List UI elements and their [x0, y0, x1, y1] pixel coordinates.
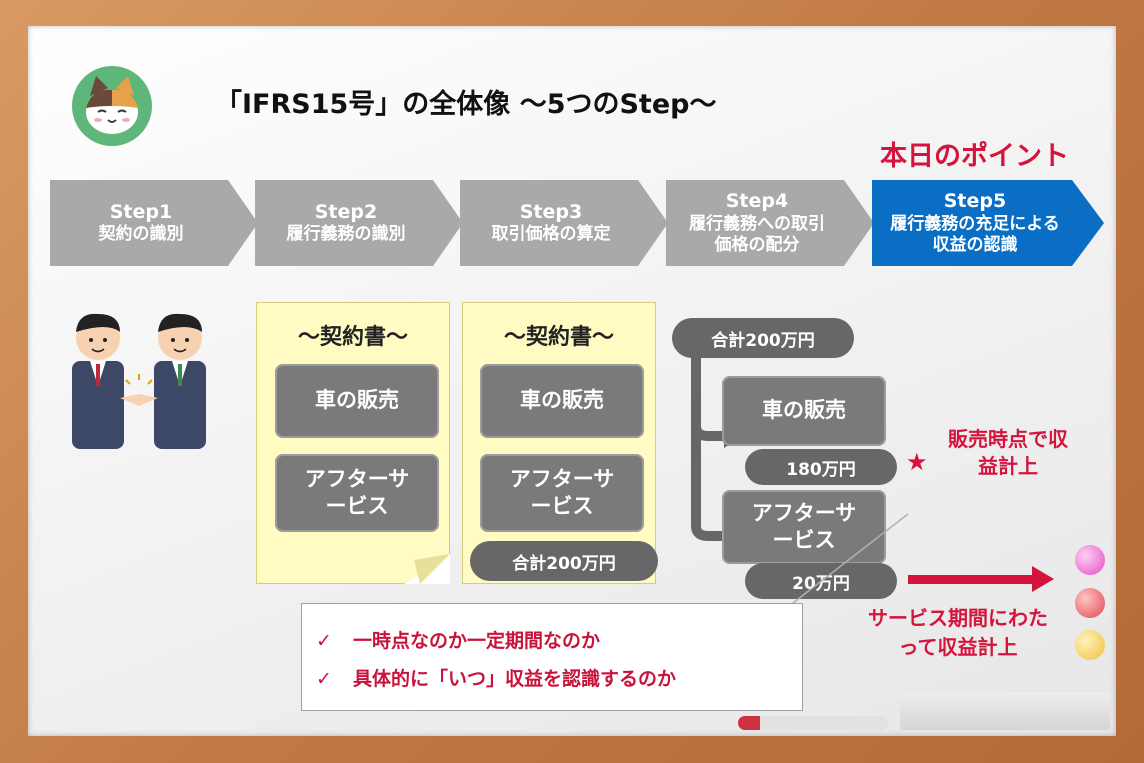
step-4-label: Step4 [725, 189, 789, 212]
contract2-total: 合計200万円 [470, 541, 658, 581]
check-icon: ✓ [316, 668, 332, 690]
cat-avatar-icon [72, 66, 152, 146]
step-2-label: Step2 [314, 200, 378, 223]
check-item-1-text: 一時点なのか一定期間なのか [353, 630, 601, 652]
contract-note-2: ～契約書～ [462, 302, 656, 584]
handshake-illustration [64, 306, 214, 460]
allocation-car-sale: 車の販売 [722, 376, 886, 446]
right-arrow-icon [908, 566, 1054, 592]
step-4: Step4 履行義務への取引価格の配分 [666, 180, 874, 266]
yellow-magnet-icon [1075, 630, 1105, 660]
star-icon: ★ [906, 448, 928, 476]
pink-magnet-icon [1075, 545, 1105, 575]
check-icon: ✓ [316, 630, 332, 652]
step-4-text: 履行義務への取引価格の配分 [689, 213, 825, 255]
service-recognition-note: サービス期間にわたって収益計上 [868, 606, 1048, 659]
step-2: Step2 履行義務の識別 [255, 180, 463, 266]
step-5-text: 履行義務の充足による収益の認識 [890, 213, 1060, 255]
contract-note-1-title: ～契約書～ [297, 325, 408, 350]
eraser-icon [900, 692, 1110, 730]
contract-note-2-title: ～契約書～ [503, 325, 614, 350]
callout-line [783, 513, 909, 611]
marker-cap [738, 716, 760, 730]
contract1-car-sale: 車の販売 [275, 364, 439, 438]
marker-icon [738, 716, 888, 730]
contract2-car-sale: 車の販売 [480, 364, 644, 438]
allocation-after-service: アフターサービス [722, 490, 886, 564]
contract2-after-service: アフターサービス [480, 454, 644, 532]
car-recognition-note: 販売時点で収益計上 [948, 427, 1068, 478]
check-item-1: ✓ 一時点なのか一定期間なのか [316, 626, 600, 653]
step-3: Step3 取引価格の算定 [460, 180, 668, 266]
check-list-box: ✓ 一時点なのか一定期間なのか ✓ 具体的に「いつ」収益を認識するのか [301, 603, 803, 711]
page-title: 「IFRS15号」の全体像 ～5つのStep～ [215, 89, 717, 120]
check-item-2: ✓ 具体的に「いつ」収益を認識するのか [316, 664, 676, 691]
step-2-text: 履行義務の識別 [286, 224, 406, 245]
step-5-label: Step5 [943, 189, 1007, 212]
step-3-label: Step3 [519, 200, 583, 223]
note-fold [404, 554, 450, 584]
contract1-after-service: アフターサービス [275, 454, 439, 532]
allocation-total: 合計200万円 [672, 318, 854, 358]
step-1-label: Step1 [109, 200, 173, 223]
step-3-text: 取引価格の算定 [491, 224, 611, 245]
allocation-car-price: 180万円 [745, 449, 897, 485]
contract-note-1: ～契約書～ [256, 302, 450, 584]
step-1: Step1 契約の識別 [50, 180, 258, 266]
step-5: Step5 履行義務の充足による収益の認識 [872, 180, 1104, 266]
step-1-text: 契約の識別 [98, 224, 184, 245]
today-point-label: 本日のポイント [880, 141, 1069, 172]
red-magnet-icon [1075, 588, 1105, 618]
check-item-2-text: 具体的に「いつ」収益を認識するのか [353, 668, 677, 690]
